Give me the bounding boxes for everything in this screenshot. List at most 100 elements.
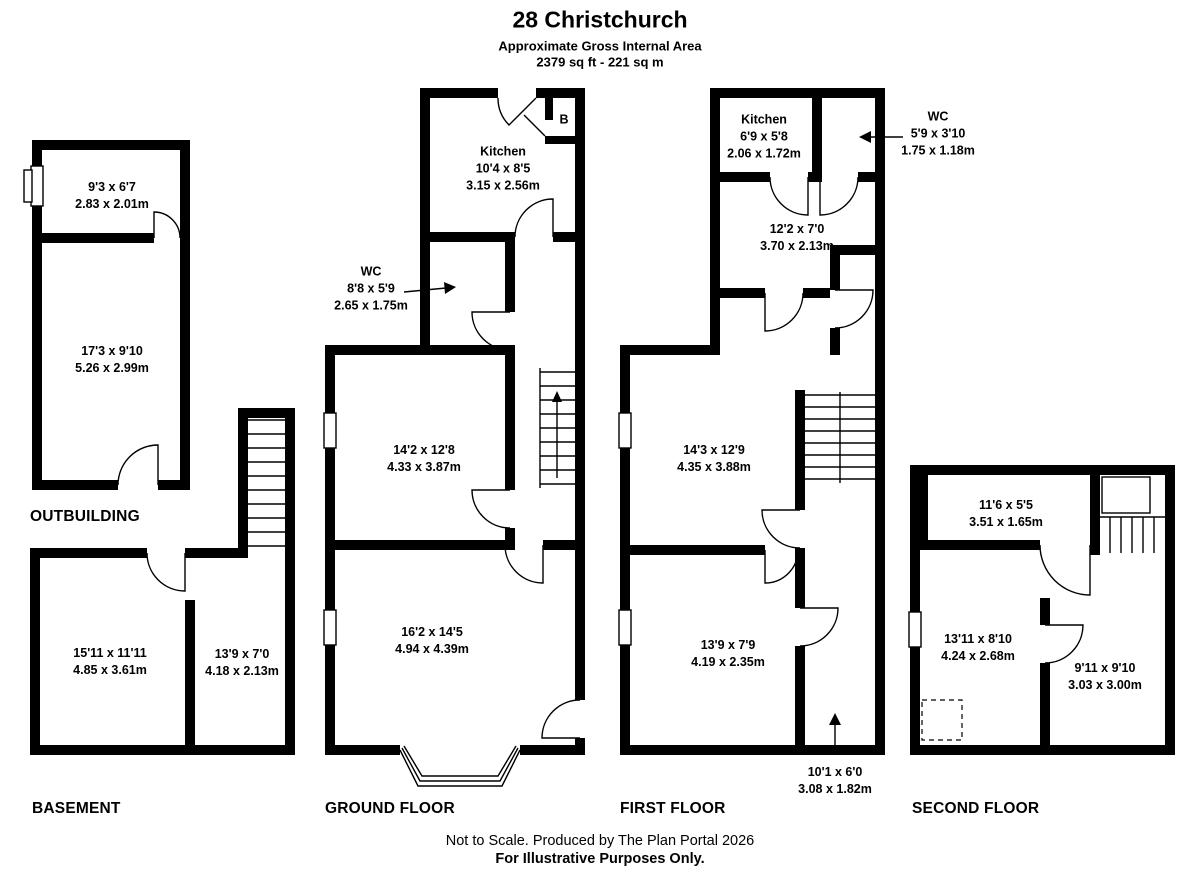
first-floor-plan bbox=[618, 88, 903, 755]
floor-label-basement: BASEMENT bbox=[32, 800, 121, 817]
dim-m: 1.75 x 1.18m bbox=[901, 143, 975, 158]
dim-ft: 13'11 x 8'10 bbox=[944, 632, 1012, 646]
room-name: WC bbox=[927, 109, 949, 124]
wc-pointer-arrow bbox=[403, 282, 456, 294]
room-label-ff-landing: 10'1 x 6'0 3.08 x 1.82m bbox=[798, 764, 872, 798]
dim-m: 4.19 x 2.35m bbox=[691, 655, 765, 669]
footer-purpose: For Illustrative Purposes Only. bbox=[495, 851, 705, 867]
room-name: Kitchen bbox=[480, 144, 526, 159]
dim-m: 4.33 x 3.87m bbox=[387, 460, 461, 474]
door-arc bbox=[1044, 624, 1084, 664]
subtitle: Approximate Gross Internal Area bbox=[498, 38, 702, 54]
door-arc bbox=[471, 311, 511, 351]
dim-m: 4.18 x 2.13m bbox=[205, 664, 279, 678]
second-floor-plan bbox=[908, 465, 1175, 755]
dim-ft: 12'2 x 7'0 bbox=[769, 222, 825, 236]
dim-m: 4.85 x 3.61m bbox=[73, 663, 147, 677]
bay-window bbox=[399, 745, 521, 787]
dim-m: 4.94 x 4.39m bbox=[395, 642, 469, 656]
door-arc bbox=[769, 176, 809, 216]
dim-m: 5.26 x 2.99m bbox=[75, 361, 149, 375]
room-label-sf-top: 11'6 x 5'5 3.51 x 1.65m bbox=[969, 497, 1043, 531]
first-floor-walls bbox=[620, 88, 885, 755]
door-arc bbox=[541, 699, 581, 739]
window bbox=[323, 609, 337, 646]
window bbox=[908, 611, 922, 648]
window bbox=[23, 165, 44, 207]
landing-pointer-arrow bbox=[829, 713, 841, 746]
window bbox=[618, 609, 632, 646]
room-label-basement-right: 13'9 x 7'0 4.18 x 2.13m bbox=[205, 646, 279, 680]
outbuilding-plan bbox=[23, 140, 190, 490]
door-arc bbox=[834, 289, 874, 329]
second-floor-walls bbox=[910, 465, 1175, 755]
ground-floor-walls bbox=[325, 88, 585, 755]
stairs bbox=[248, 419, 285, 547]
room-label-ff-wc: WC 5'9 x 3'10 1.75 x 1.18m bbox=[901, 109, 975, 160]
room-label-sf-left: 13'11 x 8'10 4.24 x 2.68m bbox=[941, 631, 1015, 665]
door-arc bbox=[146, 552, 186, 592]
basement-plan bbox=[30, 408, 295, 755]
room-label-ff-middle: 14'3 x 12'9 4.35 x 3.88m bbox=[677, 442, 751, 476]
dim-ft: 10'1 x 6'0 bbox=[807, 765, 863, 779]
window bbox=[323, 412, 337, 449]
footer-disclaimer: Not to Scale. Produced by The Plan Porta… bbox=[445, 833, 755, 849]
stairs bbox=[805, 392, 875, 483]
dim-ft: 6'9 x 5'8 bbox=[740, 129, 788, 144]
window bbox=[618, 412, 632, 449]
door-arc bbox=[764, 549, 799, 584]
door-arc bbox=[761, 509, 801, 549]
dim-ft: 9'11 x 9'10 bbox=[1074, 661, 1136, 675]
door-arc bbox=[1039, 544, 1091, 596]
dim-ft: 10'4 x 8'5 bbox=[475, 161, 531, 176]
dim-ft: 5'9 x 3'10 bbox=[910, 126, 966, 141]
outbuilding-walls bbox=[32, 140, 190, 490]
dim-ft: 9'3 x 6'7 bbox=[88, 180, 136, 194]
floor-label-first: FIRST FLOOR bbox=[620, 800, 726, 817]
room-label-basement-left: 15'11 x 11'11 4.85 x 3.61m bbox=[73, 645, 147, 679]
dim-ft: 16'2 x 14'5 bbox=[401, 625, 463, 639]
total-area: 2379 sq ft - 221 sq m bbox=[536, 54, 664, 70]
basement-walls bbox=[30, 408, 295, 755]
door-arc bbox=[471, 489, 511, 529]
dim-ft: 17'3 x 9'10 bbox=[81, 344, 143, 358]
floor-label-ground: GROUND FLOOR bbox=[325, 800, 455, 817]
door-arc bbox=[117, 444, 159, 486]
room-label-gf-front: 16'2 x 14'5 4.94 x 4.39m bbox=[395, 624, 469, 658]
stairs bbox=[539, 368, 575, 488]
door-arc bbox=[497, 97, 537, 126]
door-arc bbox=[764, 292, 804, 332]
room-label-gf-middle: 14'2 x 12'8 4.33 x 3.87m bbox=[387, 442, 461, 476]
room-name: Kitchen bbox=[741, 112, 787, 127]
room-label-ff-front: 13'9 x 7'9 4.19 x 2.35m bbox=[691, 637, 765, 671]
dim-ft: 13'9 x 7'9 bbox=[700, 638, 756, 652]
boiler-label: B bbox=[559, 112, 569, 127]
dim-m: 3.51 x 1.65m bbox=[969, 515, 1043, 529]
floor-label-second: SECOND FLOOR bbox=[912, 800, 1040, 817]
room-name: WC bbox=[360, 264, 382, 279]
room-label-gf-kitchen: Kitchen 10'4 x 8'5 3.15 x 2.56m bbox=[466, 144, 540, 195]
room-label-sf-right: 9'11 x 9'10 3.03 x 3.00m bbox=[1068, 660, 1142, 694]
room-label-ff-rear: 12'2 x 7'0 3.70 x 2.13m bbox=[760, 221, 834, 255]
dim-ft: 8'8 x 5'9 bbox=[347, 281, 395, 296]
door-arc bbox=[514, 198, 554, 238]
wc-pointer-arrow bbox=[859, 131, 903, 143]
stairs bbox=[1100, 476, 1165, 553]
dim-m: 4.24 x 2.68m bbox=[941, 649, 1015, 663]
dim-m: 3.15 x 2.56m bbox=[466, 178, 540, 193]
room-label-ff-kitchen: Kitchen 6'9 x 5'8 2.06 x 1.72m bbox=[727, 112, 801, 163]
room-label-gf-wc: WC 8'8 x 5'9 2.65 x 1.75m bbox=[334, 264, 408, 315]
floor-label-outbuilding: OUTBUILDING bbox=[30, 508, 140, 525]
page-title: 28 Christchurch bbox=[512, 6, 688, 33]
dim-ft: 15'11 x 11'11 bbox=[73, 646, 147, 660]
dim-ft: 14'3 x 12'9 bbox=[683, 443, 745, 457]
dim-ft: 14'2 x 12'8 bbox=[393, 443, 455, 457]
door-arc bbox=[799, 607, 839, 647]
dim-ft: 13'9 x 7'0 bbox=[214, 647, 270, 661]
dim-m: 2.06 x 1.72m bbox=[727, 146, 801, 161]
reduced-headroom-outline bbox=[921, 699, 963, 741]
dim-m: 4.35 x 3.88m bbox=[677, 460, 751, 474]
door-arc bbox=[504, 544, 544, 584]
